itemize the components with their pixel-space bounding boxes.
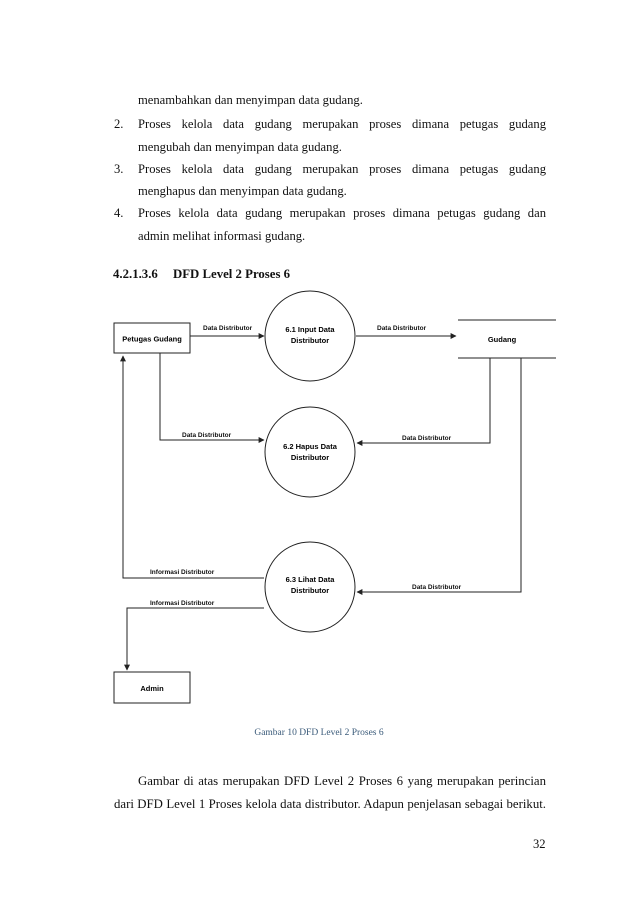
process-6-1-line-2: Distributor <box>291 336 329 345</box>
list-item-4-line-1: Proses kelola data gudang merupakan pros… <box>138 206 546 220</box>
flow-6-3-to-admin <box>124 607 264 671</box>
flow-gudang-to-6-3 <box>356 358 522 595</box>
section-number: 4.2.1.3.6 <box>113 267 158 281</box>
process-6-2: 6.2 Hapus Data Distributor <box>264 406 356 498</box>
figure-caption: Gambar 10 DFD Level 2 Proses 6 <box>254 728 384 738</box>
flow-label-6-3-petugas: Informasi Distributor <box>150 569 215 576</box>
list-item-1-continuation: menambahkan dan menyimpan data gudang. <box>138 93 363 107</box>
list-number-4: 4. <box>114 206 124 220</box>
list-number-2: 2. <box>114 117 124 131</box>
data-store-label: Gudang <box>488 335 517 344</box>
flow-label-6-1-gudang: Data Distributor <box>377 325 427 332</box>
paragraph-line-2: dari DFD Level 1 Proses kelola data dist… <box>114 797 546 811</box>
flow-label-gudang-6-2: Data Distributor <box>402 435 452 442</box>
paragraph-line-1: Gambar di atas merupakan DFD Level 2 Pro… <box>138 774 546 788</box>
flow-petugas-to-6-2 <box>159 353 265 443</box>
data-store-gudang: Gudang <box>458 319 556 359</box>
entity-petugas-gudang: Petugas Gudang <box>113 322 191 354</box>
entity-petugas-label: Petugas Gudang <box>122 335 182 344</box>
process-6-3-line-1: 6.3 Lihat Data <box>286 575 336 584</box>
list-item-2-line-2: mengubah dan menyimpan data gudang. <box>138 140 342 154</box>
entity-admin-label: Admin <box>140 684 164 693</box>
list-item-3-line-2: menghapus dan menyimpan data gudang. <box>138 184 347 198</box>
flow-label-petugas-6-2: Data Distributor <box>182 432 232 439</box>
list-number-3: 3. <box>114 162 124 176</box>
process-6-2-line-2: Distributor <box>291 453 329 462</box>
list-item-2-line-1: Proses kelola data gudang merupakan pros… <box>138 117 546 131</box>
flow-gudang-to-6-2 <box>356 358 491 446</box>
process-6-2-line-1: 6.2 Hapus Data <box>283 442 338 451</box>
entity-admin: Admin <box>113 671 191 704</box>
flow-label-gudang-6-3: Data Distributor <box>412 584 462 591</box>
process-6-1-line-1: 6.1 Input Data <box>285 325 335 334</box>
flow-label-petugas-6-1: Data Distributor <box>203 325 253 332</box>
process-6-1: 6.1 Input Data Distributor <box>264 290 356 382</box>
flow-label-6-3-admin: Informasi Distributor <box>150 600 215 607</box>
process-6-3-line-2: Distributor <box>291 586 329 595</box>
flow-6-3-to-petugas <box>120 355 264 579</box>
section-title: DFD Level 2 Proses 6 <box>173 267 291 281</box>
list-item-4-line-2: admin melihat informasi gudang. <box>138 229 306 243</box>
page-number: 32 <box>533 837 546 851</box>
process-6-3: 6.3 Lihat Data Distributor <box>264 541 356 633</box>
list-item-3-line-1: Proses kelola data gudang merupakan pros… <box>138 162 546 176</box>
